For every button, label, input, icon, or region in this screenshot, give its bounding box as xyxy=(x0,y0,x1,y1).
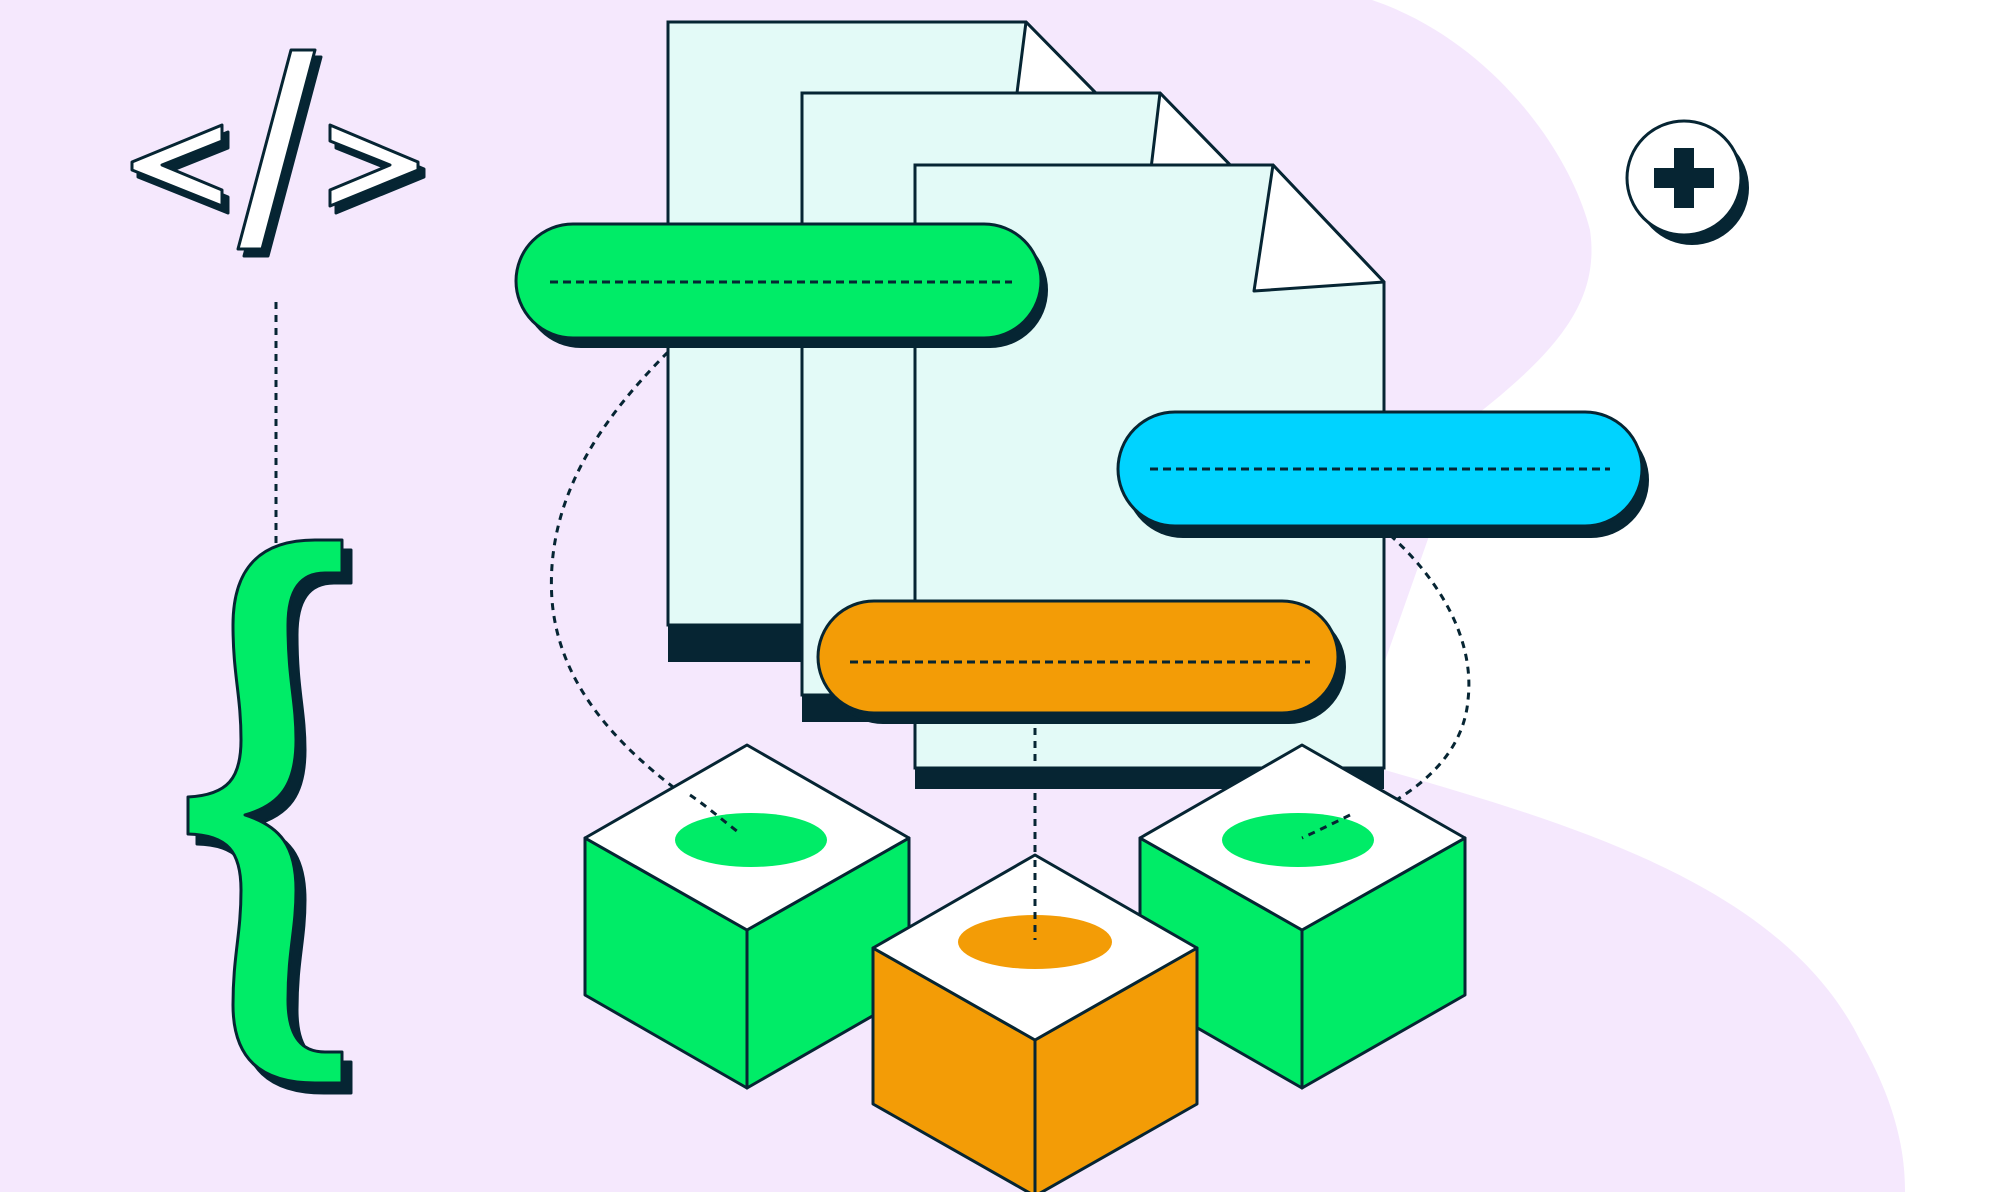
curly-brace-face xyxy=(186,538,344,1085)
pill-cyan xyxy=(1116,410,1649,538)
cube-green-left xyxy=(583,743,911,1090)
connector-dashed-end-left xyxy=(689,793,739,834)
pill-orange-face xyxy=(816,599,1340,715)
cube-green-right-top-disc xyxy=(1222,813,1374,867)
code-tag-icon xyxy=(130,48,426,258)
plus-circle-icon[interactable] xyxy=(1625,119,1749,245)
connector-dashed-end-right xyxy=(1301,813,1351,840)
curly-brace-icon xyxy=(186,538,353,1095)
pill-cyan-face xyxy=(1116,410,1644,528)
cube-green-left-top-disc xyxy=(675,813,827,867)
cube-orange-top-disc xyxy=(958,915,1112,969)
code-tag-face xyxy=(130,48,420,251)
plus-horizontal-bar xyxy=(1654,168,1714,188)
connector-dashed-curve-left xyxy=(549,350,739,834)
pill-orange xyxy=(816,599,1346,724)
document-front-fold xyxy=(1252,163,1386,293)
cube-orange-center xyxy=(871,853,1199,1192)
pill-green xyxy=(514,222,1048,348)
